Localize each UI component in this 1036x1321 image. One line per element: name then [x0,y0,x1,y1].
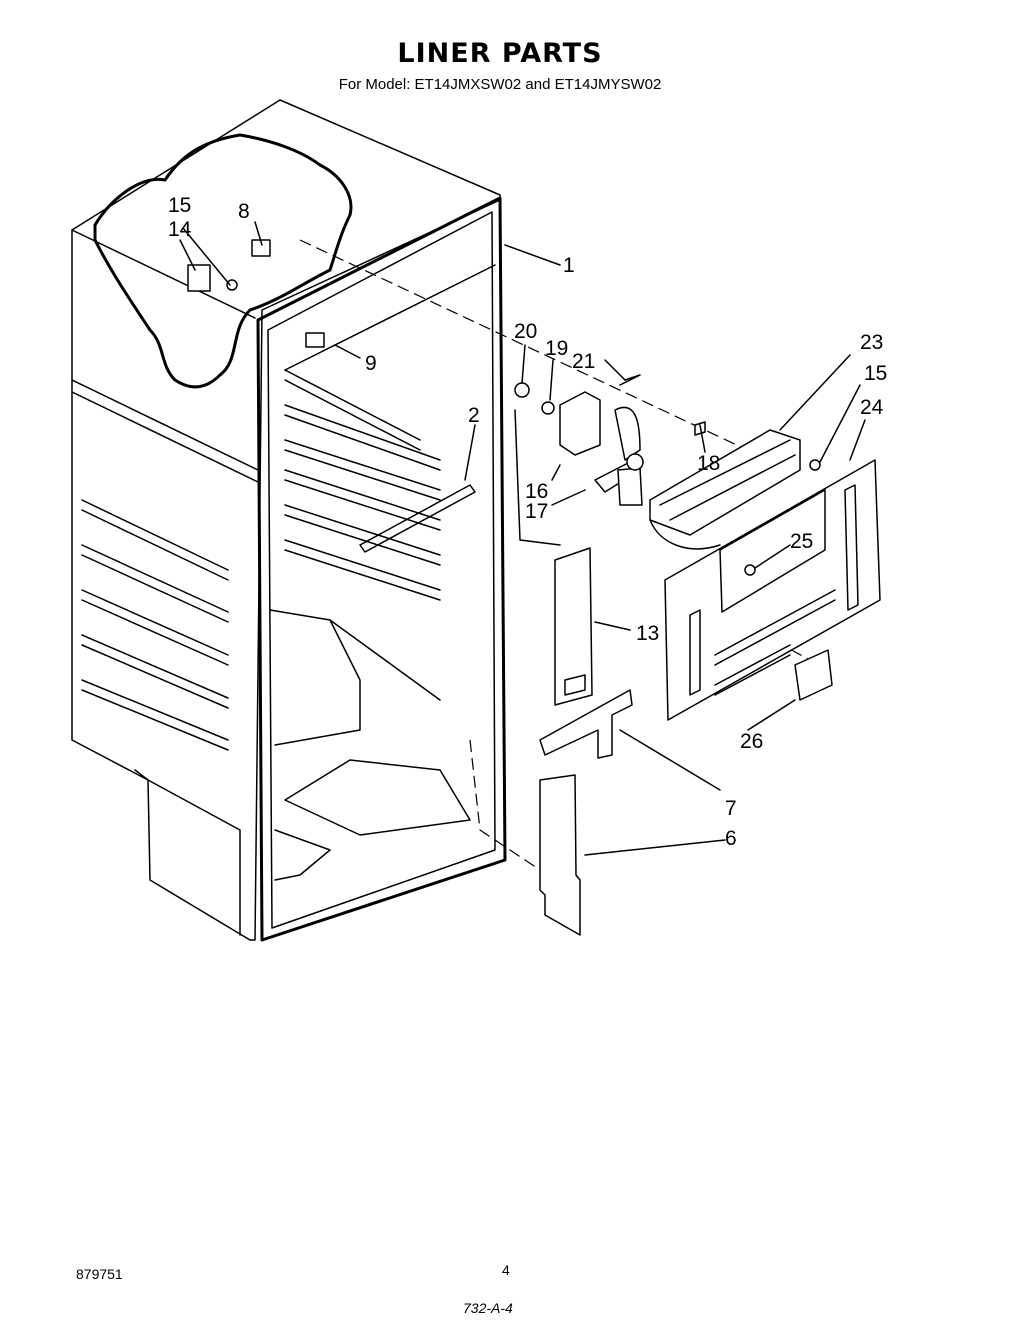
callout-14: 14 [168,218,192,241]
callout-21: 21 [572,350,595,373]
callout-leaders [179,221,866,856]
callout-8: 8 [238,200,250,223]
foam-block-part [794,649,833,701]
callout-15-right: 15 [864,362,887,385]
baffle-part [539,774,581,936]
callout-17: 17 [525,500,548,523]
callout-20: 20 [514,320,537,343]
callout-13: 13 [636,622,659,645]
callout-26: 26 [740,730,763,753]
evaporator-cover-panel [664,459,881,721]
callout-15-top: 15 [168,194,191,217]
page-number: 4 [502,1262,510,1278]
fan-grille-part [649,429,801,550]
callout-6: 6 [725,827,737,850]
page-title: LINER PARTS [397,38,603,69]
callout-7: 7 [725,797,737,820]
fan-motor-assembly [514,374,706,506]
callout-23: 23 [860,331,883,354]
callout-2: 2 [468,404,480,427]
callout-1: 1 [563,254,575,277]
callout-9: 9 [365,352,377,375]
bracket-part [539,689,633,759]
part-number: 879751 [76,1266,123,1282]
callout-18: 18 [697,452,720,475]
callout-19: 19 [545,337,568,360]
callout-24: 24 [860,396,884,419]
callout-labels: 1 2 6 7 8 9 13 14 15 15 16 17 18 19 20 2… [168,194,887,850]
callout-25: 25 [790,530,813,553]
callout-16: 16 [525,480,548,503]
document-code: 732-A-4 [463,1300,513,1316]
refrigerator-cabinet [71,99,561,942]
model-subtitle: For Model: ET14JMXSW02 and ET14JMYSW02 [338,76,662,93]
air-duct-part [554,547,593,706]
